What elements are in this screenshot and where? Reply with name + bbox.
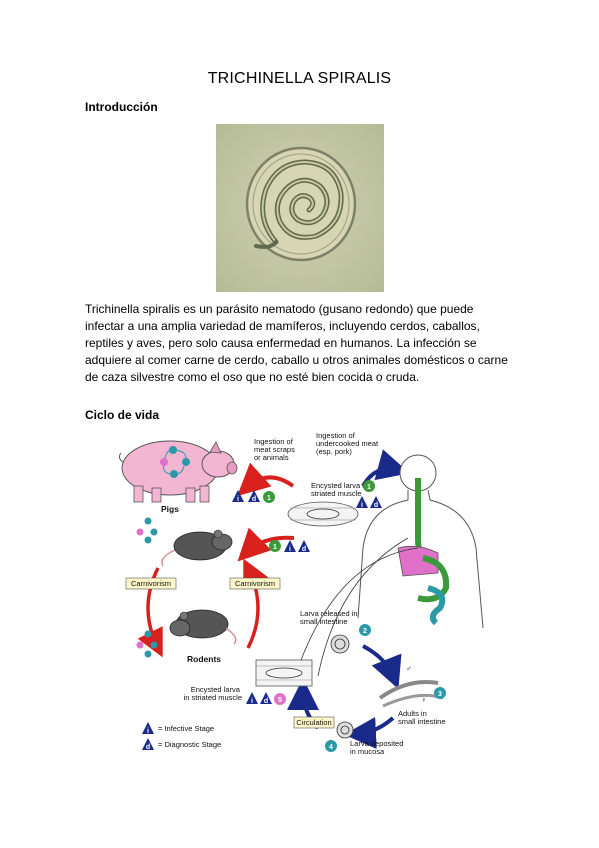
pigs-label: Pigs bbox=[161, 504, 179, 514]
stage-symbols-top: 1 i d bbox=[356, 480, 382, 509]
male-symbol: ♂ bbox=[406, 664, 412, 673]
svg-text:4: 4 bbox=[329, 744, 333, 751]
svg-text:1: 1 bbox=[267, 495, 271, 502]
stage-symbols-pig: i d 1 bbox=[232, 490, 275, 503]
circulation-box bbox=[293, 716, 335, 729]
coiled-larva-illustration bbox=[216, 124, 384, 292]
svg-text:i: i bbox=[361, 502, 363, 509]
larva-released-label: Larva released in small intestine bbox=[300, 609, 360, 626]
life-cycle-diagram: Pigs Ingestion of meat scraps or animals… bbox=[118, 428, 488, 768]
carnivorism-left-box bbox=[125, 577, 177, 590]
svg-text:d: d bbox=[264, 698, 268, 705]
larva-deposited-label: Larva deposited in mucosa bbox=[350, 739, 405, 756]
carnivorism-left-label: Carnivorism bbox=[131, 579, 171, 588]
stage-4-marker: 4 bbox=[325, 740, 337, 752]
rodent-top-mini-cycle bbox=[136, 517, 158, 544]
svg-text:1: 1 bbox=[273, 544, 277, 551]
encysted-top-label: Encysted larva in striated muscle bbox=[311, 481, 370, 498]
life-cycle-svg: Pigs Ingestion of meat scraps or animals… bbox=[118, 431, 484, 756]
larva-mucosa-illustration bbox=[336, 721, 354, 739]
stage-3-marker: 3 bbox=[434, 687, 446, 699]
female-symbol: ♀ bbox=[421, 695, 427, 704]
document-title: TRICHINELLA SPIRALIS bbox=[207, 70, 392, 87]
legend-infective-label: = Infective Stage bbox=[158, 724, 214, 733]
rodent-top-illustration bbox=[161, 529, 233, 567]
svg-text:2: 2 bbox=[363, 628, 367, 635]
stage-symbols-mid: 1 i d bbox=[269, 540, 310, 553]
rodent-bottom-illustration bbox=[169, 609, 237, 645]
ingestion-meat-label: Ingestion of undercooked meat (esp. pork… bbox=[316, 431, 380, 456]
muscle-tissue-bottom bbox=[255, 659, 313, 687]
arrow-to-rodent bbox=[237, 527, 295, 562]
paragraph-line: infectar a una amplia variedad de mamífe… bbox=[85, 319, 480, 333]
coiled-larva-small bbox=[330, 634, 350, 654]
intro-paragraph: Trichinella spiralis es un parásito nema… bbox=[85, 301, 515, 386]
micrograph-image bbox=[216, 124, 384, 292]
legend: i = Infective Stage d = Diagnostic Stage bbox=[142, 722, 221, 751]
arrow-carnivorism-right bbox=[243, 558, 269, 649]
adults-label: Adults in small intestine bbox=[398, 709, 446, 726]
encysted-bottom-label: Encysted larva in striated muscle bbox=[184, 685, 242, 702]
svg-text:1: 1 bbox=[367, 484, 371, 491]
line-human-muscle bbox=[317, 537, 409, 677]
svg-text:i: i bbox=[147, 728, 149, 735]
section-heading-intro: Introducción bbox=[85, 100, 158, 114]
infective-stage-icon bbox=[142, 722, 154, 734]
arrow-to-pig bbox=[237, 462, 295, 497]
svg-text:i: i bbox=[289, 546, 291, 553]
adult-worms-illustration bbox=[378, 680, 444, 708]
carnivorism-right-label: Carnivorism bbox=[235, 579, 275, 588]
svg-text:3: 3 bbox=[438, 691, 442, 698]
paragraph-line: de caza silvestre como el oso que no est… bbox=[85, 370, 420, 384]
arrow-to-mucosa bbox=[344, 716, 395, 749]
muscle-tissue-top bbox=[287, 501, 359, 527]
svg-text:5: 5 bbox=[278, 697, 282, 704]
legend-diagnostic-label: = Diagnostic Stage bbox=[158, 740, 221, 749]
rodent-bottom-mini-cycle bbox=[136, 630, 158, 658]
svg-text:i: i bbox=[251, 698, 253, 705]
line-human-muscle-2 bbox=[297, 547, 419, 669]
circulation-label: Circulation bbox=[296, 718, 331, 727]
svg-text:i: i bbox=[237, 496, 239, 503]
carnivorism-right-box bbox=[229, 577, 281, 590]
diagnostic-stage-icon bbox=[142, 738, 154, 750]
stage-2-marker: 2 bbox=[359, 624, 371, 636]
section-heading-cycle: Ciclo de vida bbox=[85, 408, 160, 422]
paragraph-line: Trichinella spiralis es un parásito nema… bbox=[85, 302, 474, 316]
svg-text:d: d bbox=[302, 546, 306, 553]
paragraph-line: reptiles y aves, pero solo causa enferme… bbox=[85, 336, 477, 350]
svg-text:d: d bbox=[252, 496, 256, 503]
pig-mini-cycle bbox=[160, 446, 190, 478]
paragraph-line: adquiere al comer carne de cerdo, caball… bbox=[85, 353, 508, 367]
svg-text:d: d bbox=[374, 502, 378, 509]
arrow-to-adults bbox=[362, 644, 402, 690]
arrow-carnivorism-left bbox=[137, 567, 163, 658]
stage-symbols-bottom: i d 5 bbox=[246, 692, 286, 705]
rodents-label: Rodents bbox=[187, 654, 221, 664]
human-body-illustration bbox=[357, 454, 484, 629]
ingestion-scraps-label: Ingestion of meat scraps or animals bbox=[254, 437, 297, 462]
pig-illustration bbox=[118, 440, 238, 503]
svg-text:d: d bbox=[146, 744, 150, 751]
